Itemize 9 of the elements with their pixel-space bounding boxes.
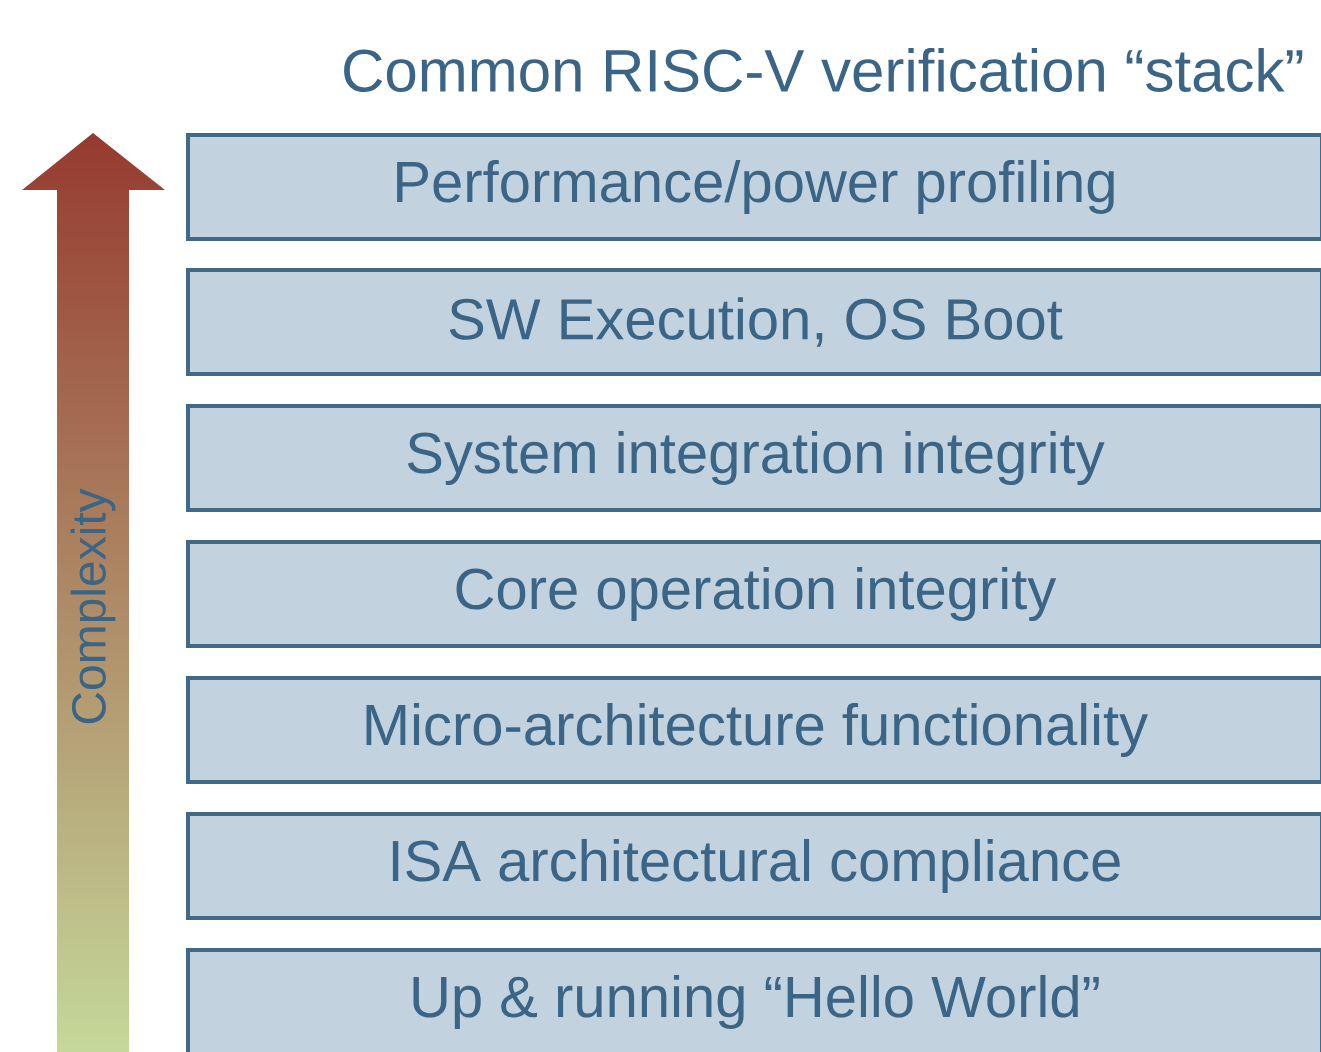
- layer-box: SW Execution, OS Boot: [186, 268, 1321, 376]
- layer-box: ISA architectural compliance: [186, 812, 1321, 920]
- layer-box: System integration integrity: [186, 404, 1321, 512]
- title: Common RISC-V verification “stack”: [344, 47, 1303, 92]
- layer-box: Performance/power profiling: [186, 133, 1321, 241]
- layer-box: Up & running “Hello World”: [186, 948, 1321, 1052]
- layer-box: Micro-architecture functionality: [186, 676, 1321, 784]
- layer-box: Core operation integrity: [186, 540, 1321, 648]
- axis-label: Complexity: [70, 488, 116, 724]
